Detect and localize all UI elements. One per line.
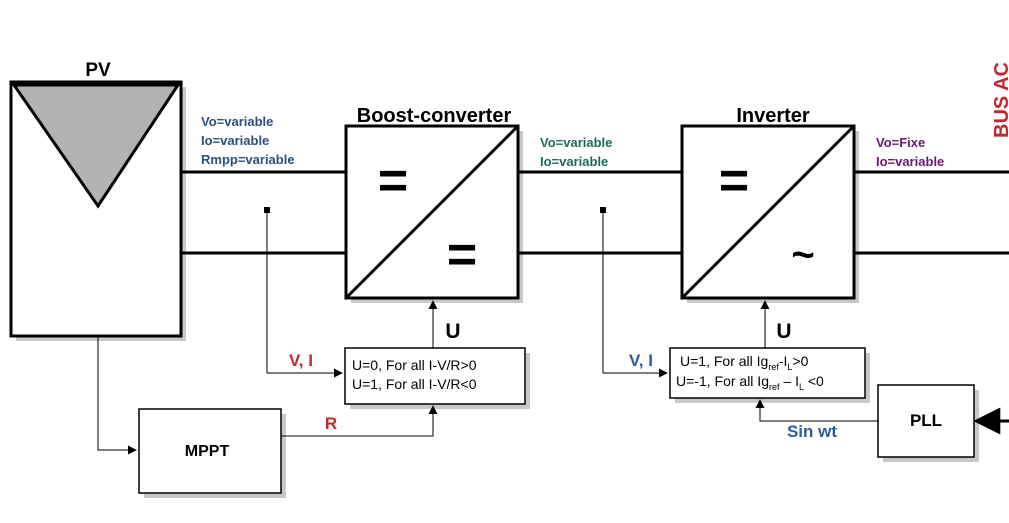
- boost-converter-label: Boost-converter: [357, 105, 512, 127]
- mppt-label: MPPT: [185, 443, 230, 460]
- power-lines: [180, 170, 1009, 255]
- inverter-vi-line: [602, 213, 668, 378]
- inverter-io-text: Io=variable: [876, 154, 944, 169]
- inverter-output-annotation: Vo=Fixe Io=variable: [876, 135, 944, 169]
- boost-controller-block: [344, 347, 526, 405]
- boost-input-dc-symbol: =: [378, 152, 408, 210]
- inverter-block: [680, 124, 856, 300]
- boost-measurement-node: [264, 207, 270, 213]
- inverter-controller-line2: U=-1, For all Igref – IL <0: [676, 373, 824, 392]
- boost-u-label: U: [445, 320, 460, 343]
- pv-rmpp-text: Rmpp=variable: [201, 152, 295, 167]
- pll-label: PLL: [910, 411, 942, 430]
- inverter-measurement-node: [600, 207, 606, 213]
- bus-ac-label: BUS AC: [991, 62, 1009, 138]
- boost-controller-line2: U=1, For all I-V/R<0: [352, 376, 477, 392]
- control-signal-lines: [97, 213, 878, 455]
- inverter-controller-block: [669, 347, 866, 399]
- inverter-vi-label: V, I: [629, 351, 653, 370]
- boost-io-text: Io=variable: [540, 154, 608, 169]
- mppt-r-line: [281, 405, 438, 437]
- boost-controller-line1: U=0, For all I-V/R>0: [352, 357, 477, 373]
- inverter-label: Inverter: [736, 105, 810, 127]
- inverter-output-ac-symbol: ~: [791, 233, 814, 277]
- inverter-u-label: U: [776, 320, 791, 343]
- mppt-r-label: R: [325, 414, 337, 433]
- boost-converter-block: [344, 124, 520, 300]
- inverter-input-dc-symbol: =: [719, 152, 749, 210]
- pv-block: [9, 80, 183, 338]
- pv-vo-text: Vo=variable: [201, 114, 273, 129]
- mppt-block: [138, 408, 282, 494]
- pv-label: PV: [85, 60, 111, 81]
- inverter-controller-line1: U=1, For all Igref-IL>0: [680, 353, 809, 372]
- pll-sin-label: Sin wt: [787, 422, 837, 441]
- boost-vi-label: V, I: [289, 351, 313, 370]
- pv-to-mppt-line: [97, 336, 137, 455]
- pv-io-text: Io=variable: [201, 133, 269, 148]
- pv-output-annotation: Vo=variable Io=variable Rmpp=variable: [201, 114, 295, 167]
- boost-output-annotation: Vo=variable Io=variable: [540, 135, 612, 169]
- boost-vi-line: [266, 213, 343, 378]
- boost-output-dc-symbol: =: [447, 226, 477, 284]
- inverter-vo-text: Vo=Fixe: [876, 135, 925, 150]
- boost-vo-text: Vo=variable: [540, 135, 612, 150]
- pll-sin-line: [755, 399, 878, 422]
- pv-panel-triangle: [11, 83, 181, 209]
